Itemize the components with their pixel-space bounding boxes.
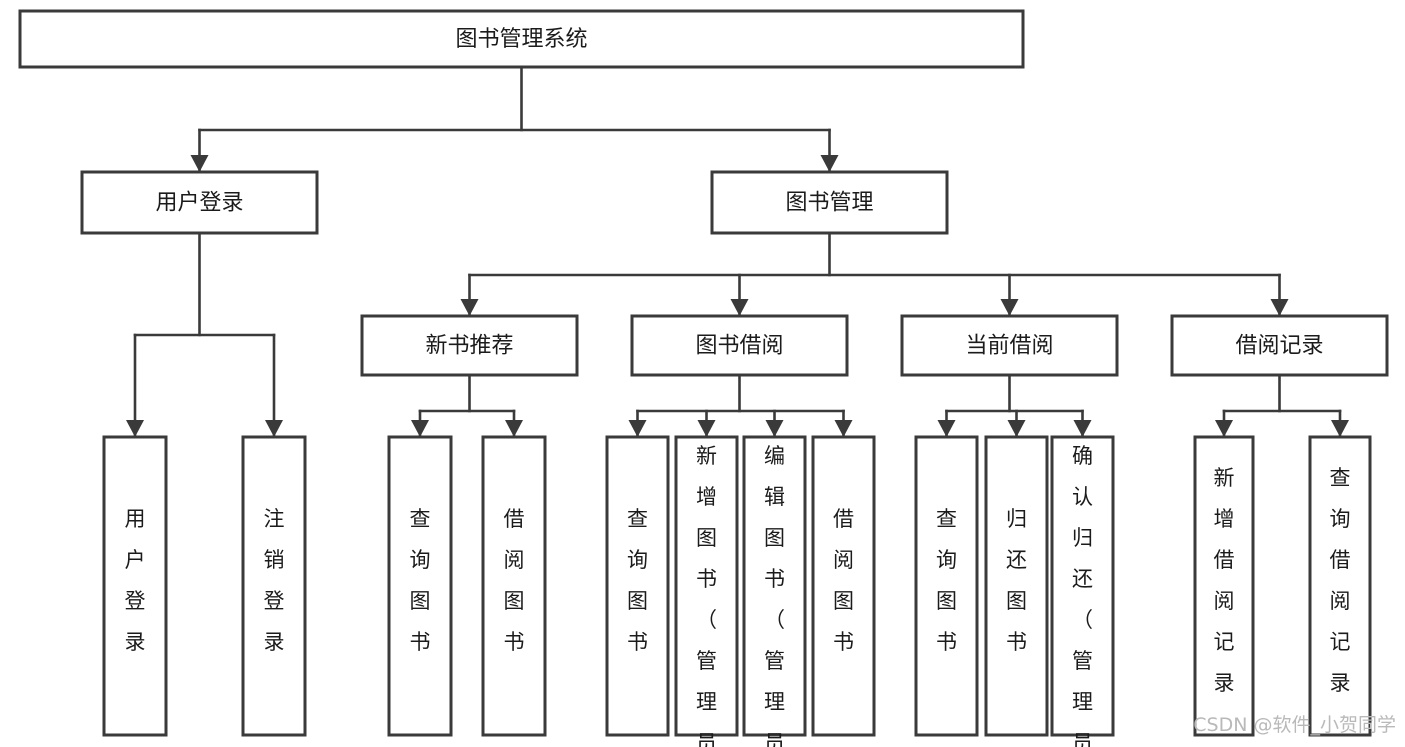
node-box	[1050, 435, 1115, 737]
node-box	[387, 435, 453, 737]
node-n-current-borrow[interactable]: 当前借阅	[900, 314, 1119, 377]
node-leaf-rec-query-record[interactable]: 查询借阅记录	[1308, 435, 1372, 737]
node-box	[900, 314, 1119, 377]
edge-group-n-book-borrow	[628, 373, 853, 439]
node-label: 图书管理系统	[455, 27, 587, 52]
arrow-head-icon	[730, 299, 749, 316]
node-label: 新书推荐	[425, 334, 513, 359]
edge-group-n-book-manage	[460, 231, 1289, 318]
arrow-head-icon	[1215, 420, 1233, 437]
node-box	[1193, 435, 1255, 737]
node-label: 查询图书	[410, 507, 431, 654]
node-leaf-cur-return-book[interactable]: 归还图书	[984, 435, 1049, 737]
node-box	[630, 314, 849, 377]
node-box	[102, 435, 168, 737]
node-leaf-rec-add-record[interactable]: 新增借阅记录	[1193, 435, 1255, 737]
edge-group-root	[190, 65, 839, 174]
node-n-book-manage[interactable]: 图书管理	[710, 170, 949, 235]
node-label: 查询借阅记录	[1330, 466, 1351, 695]
node-label: 图书借阅	[695, 334, 783, 359]
node-label: 归还图书	[1006, 507, 1027, 654]
arrow-head-icon	[411, 420, 429, 437]
node-box	[241, 435, 307, 737]
node-leaf-borrow-add-book[interactable]: 新增图书（管理员）	[674, 435, 739, 747]
arrow-head-icon	[190, 155, 209, 172]
connector-layer	[126, 65, 1349, 439]
arrow-head-icon	[126, 420, 144, 437]
node-box	[1308, 435, 1372, 737]
node-leaf-rec-borrow-book[interactable]: 借阅图书	[481, 435, 547, 737]
node-box	[481, 435, 547, 737]
node-leaf-rec-query-book[interactable]: 查询图书	[387, 435, 453, 737]
node-box	[811, 435, 876, 737]
arrow-head-icon	[1007, 420, 1026, 437]
node-label: 新增图书（管理员）	[696, 444, 717, 747]
arrow-head-icon	[1073, 420, 1092, 437]
node-leaf-borrow-edit-book[interactable]: 编辑图书（管理员）	[742, 435, 807, 747]
arrow-head-icon	[820, 155, 839, 172]
node-label: 查询图书	[627, 507, 648, 654]
node-box	[742, 435, 807, 737]
node-n-user-login[interactable]: 用户登录	[80, 170, 319, 235]
arrow-head-icon	[265, 420, 283, 437]
arrow-head-icon	[834, 420, 853, 437]
arrow-head-icon	[460, 299, 479, 316]
node-box	[360, 314, 579, 377]
watermark-label: CSDN @软件_小贺同学	[1193, 714, 1396, 736]
node-leaf-user-login[interactable]: 用户登录	[102, 435, 168, 737]
node-n-book-borrow[interactable]: 图书借阅	[630, 314, 849, 377]
node-label: 借阅图书	[833, 507, 854, 654]
node-root[interactable]: 图书管理系统	[18, 9, 1025, 69]
edge-group-n-new-book-rec	[411, 373, 523, 439]
node-leaf-cur-query-book[interactable]: 查询图书	[914, 435, 979, 737]
node-box	[605, 435, 670, 737]
arrow-head-icon	[1270, 299, 1289, 316]
node-label: 用户登录	[125, 507, 146, 654]
node-label: 注销登录	[264, 507, 285, 654]
arrow-head-icon	[628, 420, 647, 437]
node-box	[914, 435, 979, 737]
node-label: 当前借阅	[965, 334, 1053, 359]
node-box	[674, 435, 739, 737]
arrow-head-icon	[697, 420, 716, 437]
node-label: 借阅图书	[504, 507, 525, 654]
node-label: 图书管理	[785, 191, 873, 216]
node-label: 编辑图书（管理员）	[764, 444, 785, 747]
arrow-head-icon	[937, 420, 956, 437]
edge-group-n-user-login	[126, 231, 283, 439]
node-box	[710, 170, 949, 235]
arrow-head-icon	[765, 420, 784, 437]
node-label: 确认归还（管理员）	[1072, 444, 1093, 747]
node-label: 借阅记录	[1235, 334, 1323, 359]
node-n-new-book-rec[interactable]: 新书推荐	[360, 314, 579, 377]
edge-group-n-borrow-record	[1215, 373, 1349, 439]
arrow-head-icon	[1331, 420, 1349, 437]
node-leaf-user-logout[interactable]: 注销登录	[241, 435, 307, 737]
node-label: 用户登录	[155, 191, 243, 216]
node-leaf-cur-confirm-return[interactable]: 确认归还（管理员）	[1050, 435, 1115, 747]
node-n-borrow-record[interactable]: 借阅记录	[1170, 314, 1389, 377]
node-label: 查询图书	[936, 507, 957, 654]
node-box	[18, 9, 1025, 69]
arrow-head-icon	[505, 420, 523, 437]
node-leaf-borrow-lend-book[interactable]: 借阅图书	[811, 435, 876, 737]
arrow-head-icon	[1000, 299, 1019, 316]
node-label: 新增借阅记录	[1214, 466, 1235, 695]
edge-group-n-current-borrow	[937, 373, 1092, 439]
node-box	[1170, 314, 1389, 377]
node-layer: 图书管理系统用户登录图书管理新书推荐图书借阅当前借阅借阅记录用户登录注销登录查询…	[18, 9, 1389, 747]
node-leaf-borrow-query-book[interactable]: 查询图书	[605, 435, 670, 737]
node-box	[984, 435, 1049, 737]
node-box	[80, 170, 319, 235]
